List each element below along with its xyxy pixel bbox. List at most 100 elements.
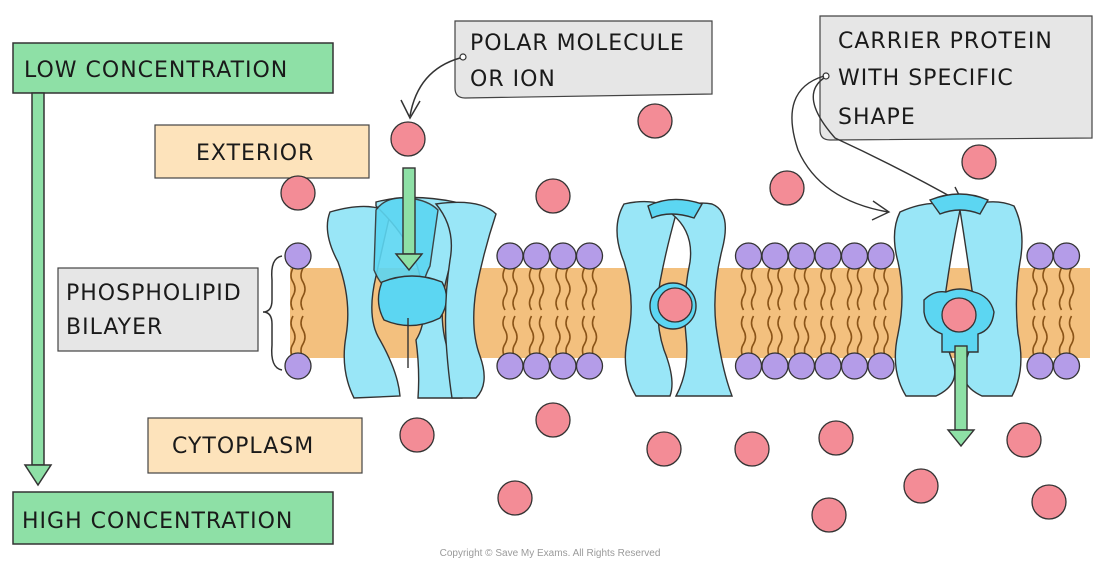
low-concentration-box: [12, 42, 334, 94]
lipid-tail: [793, 315, 800, 359]
phosphate-head: [787, 352, 816, 380]
down-arrow-protein-3: [946, 345, 976, 448]
lipid-tail: [1032, 267, 1038, 311]
phosphate-head: [284, 352, 312, 380]
lipid-tail: [830, 315, 836, 359]
carrier-callout-pointer-b: [812, 77, 963, 204]
molecule-ion: [903, 468, 939, 504]
lipid-tail: [846, 267, 853, 311]
copyright-notice: Copyright © Save My Exams. All Rights Re…: [440, 548, 661, 559]
lipid-tail: [290, 267, 296, 311]
phosphate-head: [734, 242, 763, 270]
polar-callout-arrowhead: [400, 99, 421, 120]
polar-callout-pointer: [409, 57, 461, 117]
lipid-tail: [767, 267, 773, 311]
fatty-acid-tails: [290, 267, 1075, 359]
molecule-ion: [1031, 484, 1067, 520]
lipid-tail: [565, 315, 571, 359]
molecule-ion: [390, 121, 426, 157]
lipid-tail: [1042, 267, 1048, 311]
exterior-label: EXTERIOR: [196, 141, 314, 166]
phosphate-heads-top: [284, 242, 1081, 270]
phosphate-head: [867, 352, 895, 380]
molecule-ion: [399, 417, 435, 453]
high-concentration-box: [12, 491, 334, 545]
lipid-tail: [856, 315, 863, 359]
phosphate-head: [814, 242, 842, 270]
lipid-tail: [740, 315, 747, 359]
molecule-ion: [734, 431, 770, 467]
molecule-ion: [1006, 422, 1042, 458]
lipid-tail: [555, 267, 561, 311]
lipid-tail: [290, 315, 296, 359]
phosphate-head: [284, 242, 312, 270]
carrier-callout-arrowhead-a: [871, 200, 891, 221]
molecule-ion: [497, 480, 533, 516]
polar-callout-dot: [459, 53, 467, 61]
lipid-tail: [512, 267, 518, 311]
lipid-tail: [1068, 315, 1075, 359]
lipid-tail: [581, 315, 588, 359]
lipid-tail: [538, 267, 545, 311]
phosphate-head: [761, 242, 789, 270]
lipid-tail: [1058, 267, 1065, 311]
phosphate-head: [1026, 242, 1054, 270]
carrier-protein-label-line2: WITH SPECIFIC: [838, 66, 1014, 91]
phospholipid-label-line1: PHOSPHOLIPID: [66, 281, 242, 306]
molecule-ion: [941, 297, 977, 333]
phosphate-head: [575, 352, 604, 380]
lipid-tail: [856, 267, 863, 311]
lipid-tail: [883, 315, 889, 359]
molecule-ion: [657, 287, 693, 323]
phosphate-head: [522, 242, 551, 270]
down-arrow-protein-1: [394, 167, 424, 272]
lipid-tail: [883, 267, 889, 311]
lipid-tail: [803, 315, 810, 359]
lipid-tail: [750, 315, 757, 359]
phosphate-head: [761, 352, 789, 380]
lipid-tail: [767, 315, 773, 359]
lipid-tail: [830, 267, 836, 311]
phosphate-head: [840, 352, 869, 380]
phosphate-head: [496, 242, 524, 270]
lipid-tail: [528, 267, 535, 311]
lipid-tail: [777, 267, 783, 311]
phosphate-head: [549, 352, 577, 380]
phosphate-head: [496, 352, 524, 380]
lipid-tail: [873, 267, 879, 311]
phosphate-heads-bottom: [284, 352, 1081, 380]
lipid-tail: [777, 315, 783, 359]
lipid-tail: [555, 315, 561, 359]
molecule-ion: [769, 170, 805, 206]
lipid-tail: [300, 267, 306, 311]
carrier-callout-pointer-a: [791, 75, 889, 213]
cytoplasm-box: [147, 417, 363, 474]
lipid-tail: [591, 267, 598, 311]
carrier-protein-3: [893, 193, 1023, 397]
polar-molecule-label-line2: OR ION: [470, 67, 556, 92]
phosphate-head: [1052, 352, 1081, 380]
phosphate-head: [840, 242, 869, 270]
lipid-tail: [512, 315, 518, 359]
molecule-ion: [637, 103, 673, 139]
molecule-ion: [818, 420, 854, 456]
phospholipid-bilayer-box: [57, 267, 259, 352]
polar-molecule-callout-box: [454, 20, 713, 99]
concentration-gradient-arrow: [23, 92, 53, 487]
lipid-tail: [1032, 315, 1038, 359]
lipid-tail: [502, 267, 508, 311]
lipid-tail: [502, 315, 508, 359]
phosphate-head: [522, 352, 551, 380]
phosphate-head: [1052, 242, 1081, 270]
carrier-protein-1: [326, 196, 497, 399]
lipid-tail: [803, 267, 810, 311]
lipid-tail: [1068, 267, 1075, 311]
phosphate-head: [575, 242, 604, 270]
carrier-protein-callout-box: [819, 15, 1093, 141]
lipid-tail: [1042, 315, 1048, 359]
molecule-ion: [280, 175, 316, 211]
lipid-tail: [565, 267, 571, 311]
molecule-ion: [961, 144, 997, 180]
lipid-tail: [820, 267, 826, 311]
